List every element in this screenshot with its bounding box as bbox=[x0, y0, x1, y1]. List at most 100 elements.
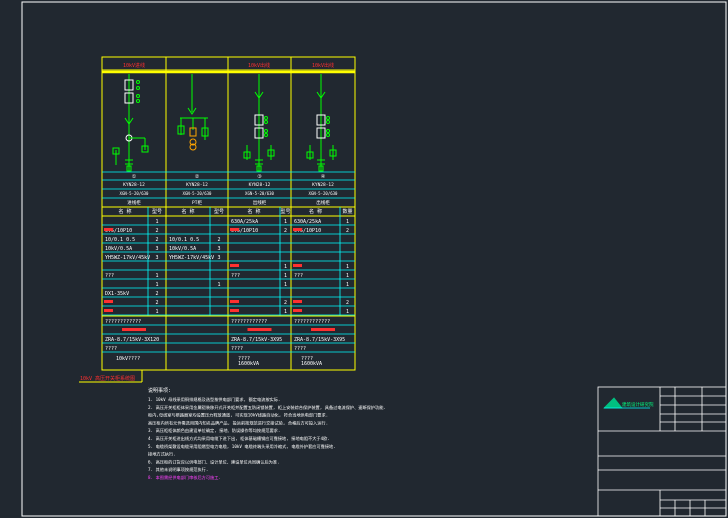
note-item: 接地方式执行. bbox=[148, 451, 176, 458]
company-logo-icon bbox=[603, 397, 623, 409]
row-cell: 10/0.1 0.5 bbox=[105, 237, 135, 243]
row-cell: 630A/25kA bbox=[294, 219, 321, 225]
circuit-diagram-3 bbox=[243, 74, 275, 172]
red-label-marker bbox=[230, 228, 239, 231]
cable-model: ZRA-8.7/15kV-3X120 bbox=[105, 337, 159, 343]
row-cell: 3 bbox=[217, 246, 220, 252]
design-notes: 说明事项: 1. 10kV 母线采用铜排规格及选型按供电部门要求, 额定电流按实… bbox=[148, 387, 386, 481]
table-header-cell: 名 称 bbox=[247, 208, 260, 215]
note-item: 4. 高压开关柜进出线方式均采用电缆下进下出, 柜体基础槽钢应可靠接地, 接地电… bbox=[148, 435, 330, 442]
red-label-marker bbox=[230, 309, 239, 312]
footer-top: ???????????? bbox=[294, 319, 330, 325]
cabinet-model: KYN28-12 bbox=[249, 182, 271, 188]
red-label-marker bbox=[230, 264, 239, 267]
red-label-marker bbox=[247, 328, 272, 331]
footer-top: ???????????? bbox=[231, 319, 267, 325]
row-cell: YH5WZ-17kV/45kV bbox=[169, 255, 214, 261]
circuit-number: ③ bbox=[257, 174, 262, 180]
scheme-code: XGN-5-20/630 bbox=[309, 191, 338, 196]
cabinet-model: KYN28-12 bbox=[312, 182, 334, 188]
red-label-marker bbox=[293, 264, 302, 267]
row-cell: 1 bbox=[284, 264, 287, 270]
header-4: 10kV出线 bbox=[312, 62, 334, 69]
row-cell: 3 bbox=[217, 255, 220, 261]
scheme-code: XGN-5-20/630 bbox=[120, 191, 149, 196]
row-cell: 2 bbox=[155, 300, 158, 306]
purpose: 出线柜 bbox=[253, 199, 267, 206]
row-cell: ??? bbox=[105, 273, 114, 279]
note-item: 7. 其他未说明事项按规范执行. bbox=[148, 466, 208, 473]
circuit-number: ② bbox=[195, 174, 200, 180]
capacity: ???? bbox=[238, 356, 250, 362]
table-rows: ① ② ③ ④ KYN28-12 KYN28-12 KYN28-12 KYN28-12XGN-… bbox=[102, 171, 355, 367]
row-cell: 1 bbox=[346, 273, 349, 279]
notes-title: 说明事项: bbox=[148, 387, 171, 394]
row-cell: 0.5/10P10 bbox=[231, 228, 258, 234]
row-cell: 630A/25kA bbox=[231, 219, 258, 225]
row-cell: 2 bbox=[284, 228, 287, 234]
row-cell: 2 bbox=[155, 228, 158, 234]
footer-top: ???????????? bbox=[105, 319, 141, 325]
row-cell: 2 bbox=[346, 300, 349, 306]
row-cell: 10/0.1 0.5 bbox=[169, 237, 199, 243]
row-cell: ??? bbox=[294, 273, 303, 279]
row-cell: 3 bbox=[155, 255, 158, 261]
note-item: 3. 高压柜柜体颜色由建设单位确定, 接地、防误操作等均按规范要求. bbox=[148, 427, 280, 434]
table-header-cell: 名 称 bbox=[118, 208, 131, 215]
header-3: 10kV出线 bbox=[248, 62, 270, 69]
row-cell: 2 bbox=[346, 228, 349, 234]
row-cell: ??? bbox=[231, 273, 240, 279]
capacity: ???? bbox=[301, 356, 313, 362]
side-label-group: 10kV 高压开关柜系统图 bbox=[79, 370, 143, 383]
cable-model: ZRA-8.7/15kV-3X95 bbox=[294, 337, 345, 343]
table-header-cell: 型号 bbox=[280, 208, 290, 215]
row-cell: 2 bbox=[217, 237, 220, 243]
row-cell: 2 bbox=[155, 291, 158, 297]
circuit-number: ④ bbox=[321, 174, 326, 180]
scheme-code: XGN-5-20/630 bbox=[183, 191, 212, 196]
row-cell: 0.5/10P10 bbox=[294, 228, 321, 234]
row-cell: 0.5/10P10 bbox=[105, 228, 132, 234]
purpose: 进线柜 bbox=[127, 199, 141, 206]
circuit-diagram-1 bbox=[112, 74, 149, 172]
capacity: 1600kVA bbox=[301, 361, 322, 367]
row-cell: DX1-35kV bbox=[105, 291, 129, 297]
capacity: 10kV???? bbox=[116, 356, 140, 362]
circuit-diagram-4 bbox=[306, 74, 337, 172]
row-cell: 2 bbox=[284, 300, 287, 306]
red-label-marker bbox=[104, 228, 113, 231]
table-header-cell: 名 称 bbox=[309, 208, 322, 215]
table-header-cell: 型号 bbox=[152, 208, 162, 215]
cable-length: ???? bbox=[105, 346, 117, 352]
switchgear-table: 10kV进线 10kV出线 10kV出线 bbox=[101, 56, 356, 371]
cabinet-model: KYN28-12 bbox=[123, 182, 145, 188]
note-item: 1. 10kV 母线采用铜排规格及选型按供电部门要求, 额定电流按实际. bbox=[148, 396, 280, 403]
row-cell: 10kV/0.5A bbox=[169, 246, 196, 252]
scheme-code: XGN-5-20/630 bbox=[245, 191, 274, 196]
row-cell: 1 bbox=[346, 219, 349, 225]
red-label-marker bbox=[104, 309, 113, 312]
cable-model: ZRA-8.7/15kV-3X95 bbox=[231, 337, 282, 343]
note-item: 8. 本图需经供电部门审核后方可施工. bbox=[148, 474, 221, 481]
row-cell: 1 bbox=[155, 282, 158, 288]
row-cell: 1 bbox=[346, 309, 349, 315]
company-name: 建筑设计研究院 bbox=[622, 401, 654, 408]
table-header-cell: 数量 bbox=[342, 208, 352, 215]
circuit-number: ① bbox=[132, 174, 137, 180]
row-cell: 1 bbox=[155, 309, 158, 315]
note-item: 高压柜内所有元件需选用国内知名品牌产品, 投运前按规范进行交接试验, 合格后方可… bbox=[148, 419, 328, 426]
red-label-marker bbox=[104, 300, 113, 303]
capacity: 1600kVA bbox=[238, 361, 259, 367]
row-cell: 1 bbox=[284, 273, 287, 279]
row-cell: 10kV/0.5A bbox=[105, 246, 132, 252]
note-item: 2. 高压开关柜柜体采用金属铠装移开式开关柜并配置五防闭锁装置, 柜上安装综合保… bbox=[148, 404, 386, 411]
cable-length: ???? bbox=[231, 346, 243, 352]
cabinet-model: KYN28-12 bbox=[186, 182, 208, 188]
row-cell: 1 bbox=[155, 273, 158, 279]
purpose: 出线柜 bbox=[316, 199, 330, 206]
circuit-diagram-2 bbox=[177, 74, 209, 151]
header-row: 10kV进线 10kV出线 10kV出线 bbox=[102, 57, 355, 370]
row-cell: YH5WZ-17kV/45kV bbox=[105, 255, 150, 261]
row-cell: 1 bbox=[346, 264, 349, 270]
